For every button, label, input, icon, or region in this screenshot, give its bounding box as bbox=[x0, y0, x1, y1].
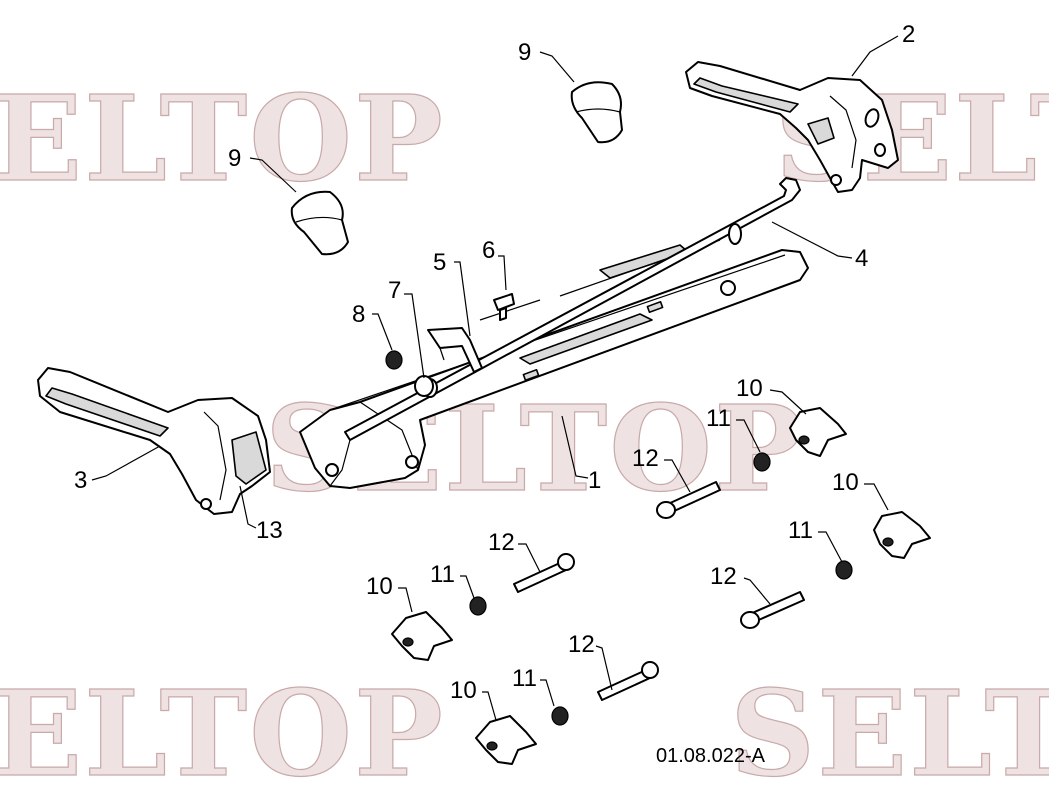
part-nut-2 bbox=[835, 560, 853, 580]
part-knob-top bbox=[570, 81, 623, 144]
callout-11-a: 11 bbox=[706, 405, 731, 432]
part-nut-small bbox=[385, 350, 403, 370]
callout-13: 13 bbox=[256, 517, 283, 544]
callout-labels: 2 9 9 4 5 6 7 8 1 3 13 10 11 12 10 11 12… bbox=[74, 21, 915, 704]
callout-9-top: 9 bbox=[518, 39, 531, 66]
callout-1: 1 bbox=[588, 467, 601, 494]
watermark-bottom-left: SELTOP bbox=[0, 664, 445, 803]
part-star-knob-3 bbox=[391, 611, 453, 661]
part-nut-3 bbox=[469, 596, 487, 616]
callout-11-c: 11 bbox=[430, 561, 455, 588]
part-star-knob-2 bbox=[873, 511, 931, 559]
callout-8: 8 bbox=[352, 301, 365, 328]
part-screw bbox=[493, 293, 515, 321]
callout-11-b: 11 bbox=[788, 517, 813, 544]
callout-12-c: 12 bbox=[710, 563, 737, 590]
watermark-top-left: SELTOP bbox=[0, 69, 445, 208]
callout-10-c: 10 bbox=[366, 573, 393, 600]
callout-7: 7 bbox=[388, 277, 401, 304]
part-star-knob-4 bbox=[475, 715, 537, 765]
callout-12-b: 12 bbox=[488, 529, 515, 556]
part-bolt-3 bbox=[740, 591, 805, 629]
part-bolt-1 bbox=[656, 481, 721, 519]
callout-12-a: 12 bbox=[632, 445, 659, 472]
callout-3: 3 bbox=[74, 467, 87, 494]
watermark-bottom-right: SELTOP bbox=[730, 664, 1049, 803]
callout-6: 6 bbox=[482, 237, 495, 264]
leader-lines bbox=[91, 35, 899, 721]
part-lever-left bbox=[37, 367, 271, 515]
part-washer bbox=[414, 375, 434, 397]
part-bracket-clip bbox=[427, 327, 483, 373]
callout-10-a: 10 bbox=[736, 375, 763, 402]
part-knob-left bbox=[290, 190, 349, 256]
callout-11-d: 11 bbox=[512, 665, 537, 692]
callout-2: 2 bbox=[902, 21, 915, 48]
part-star-knob-1 bbox=[789, 407, 847, 457]
part-bolt-2 bbox=[513, 553, 575, 593]
part-nut-1 bbox=[753, 452, 771, 472]
callout-5: 5 bbox=[433, 249, 446, 276]
callout-10-d: 10 bbox=[450, 677, 477, 704]
part-rail-bracket bbox=[299, 239, 809, 489]
drawing-code: 01.08.022-A bbox=[656, 745, 766, 767]
part-lever-right bbox=[685, 61, 899, 193]
part-nut-4 bbox=[551, 706, 569, 726]
part-bolt-4 bbox=[597, 661, 659, 701]
callout-4: 4 bbox=[855, 245, 868, 272]
callout-9-left: 9 bbox=[228, 145, 241, 172]
callout-12-d: 12 bbox=[568, 631, 595, 658]
callout-10-b: 10 bbox=[832, 469, 859, 496]
